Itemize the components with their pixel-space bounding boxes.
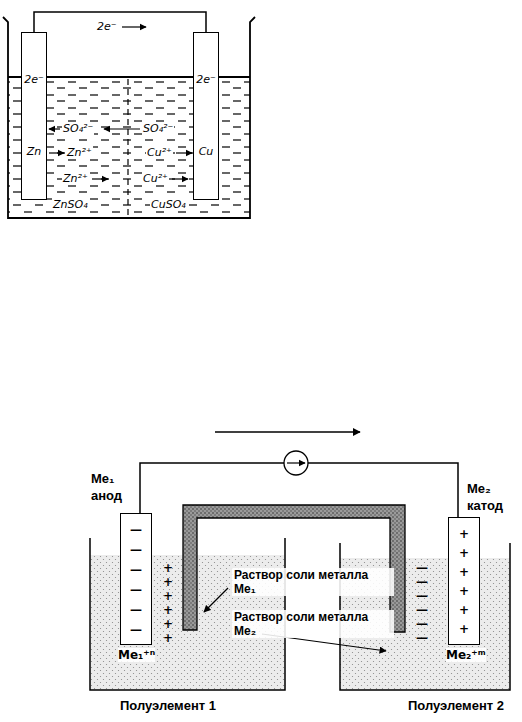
ion-label: Zn²⁺: [62, 172, 89, 185]
ion-label: Cu²⁺: [146, 146, 173, 159]
charge-sign: —: [130, 544, 142, 557]
wire: [34, 12, 206, 32]
charge-sign: +: [459, 566, 469, 579]
galvanometer-pointer: [287, 462, 305, 463]
charge-sign: +: [163, 562, 173, 575]
half-cell-caption: Полуэлемент 1: [120, 698, 216, 713]
half-cell-caption: Полуэлемент 2: [408, 698, 504, 713]
electrode-label: 2e⁻: [22, 73, 46, 86]
ion-label: SO₄²⁻: [62, 122, 94, 135]
charge-sign: +: [459, 623, 469, 636]
charge-sign: +: [459, 528, 469, 541]
charge-sign: —: [416, 562, 428, 575]
ion-label: Me₁⁺ⁿ: [118, 648, 155, 662]
electrode: 2e⁻ Cu: [193, 32, 219, 200]
charge-sign: +: [459, 585, 469, 598]
ion-arrow: [49, 128, 60, 129]
charge-sign: +: [459, 604, 469, 617]
ion-arrow: [49, 152, 64, 153]
ion-arrow: [104, 128, 140, 129]
ion-label: Zn²⁺: [66, 146, 93, 159]
electrode-label: Zn: [22, 145, 46, 158]
ion-label: Me₂⁺ᵐ: [446, 648, 486, 662]
charge-sign: +: [163, 618, 173, 631]
electron-flow-label: 2e⁻: [96, 20, 118, 33]
charge-sign: —: [416, 632, 428, 645]
electrode-label: 2e⁻: [194, 73, 218, 86]
charge-sign: —: [130, 624, 142, 637]
charge-sign: —: [130, 524, 142, 537]
leader-arrow: [204, 588, 228, 612]
ion-label: ZnSO₄: [52, 198, 89, 211]
charge-sign: —: [416, 604, 428, 617]
electron-flow-arrow: [122, 26, 146, 27]
ion-label: SO₄²⁻: [142, 122, 174, 135]
solution-label: Раствор соли металла Me₂: [232, 610, 394, 638]
electrode: 2e⁻ Zn: [21, 32, 47, 200]
galvanometer: [284, 451, 308, 475]
charge-sign: +: [459, 547, 469, 560]
beaker: [3, 17, 255, 218]
porous-partition: [127, 79, 128, 218]
ion-label: Cu²⁺: [142, 172, 169, 185]
charge-sign: —: [130, 604, 142, 617]
charge-sign: —: [130, 584, 142, 597]
solution-label: Раствор соли металла Me₁: [232, 568, 394, 596]
charge-sign: +: [163, 604, 173, 617]
ion-arrow: [176, 152, 192, 153]
charge-sign: +: [163, 576, 173, 589]
electrode-heading: Me₁ анод: [91, 470, 133, 504]
charge-sign: —: [416, 618, 428, 631]
ion-arrow: [172, 178, 188, 179]
electrode-label: Cu: [194, 145, 218, 158]
charge-sign: +: [163, 632, 173, 645]
charge-sign: —: [416, 590, 428, 603]
ion-arrow: [92, 178, 108, 179]
ion-label: CuSO₄: [150, 198, 187, 211]
electrode-heading: Me₂ катод: [467, 480, 519, 514]
charge-sign: +: [163, 590, 173, 603]
charge-sign: —: [416, 576, 428, 589]
current-direction-arrow: [215, 431, 360, 432]
charge-sign: —: [130, 564, 142, 577]
